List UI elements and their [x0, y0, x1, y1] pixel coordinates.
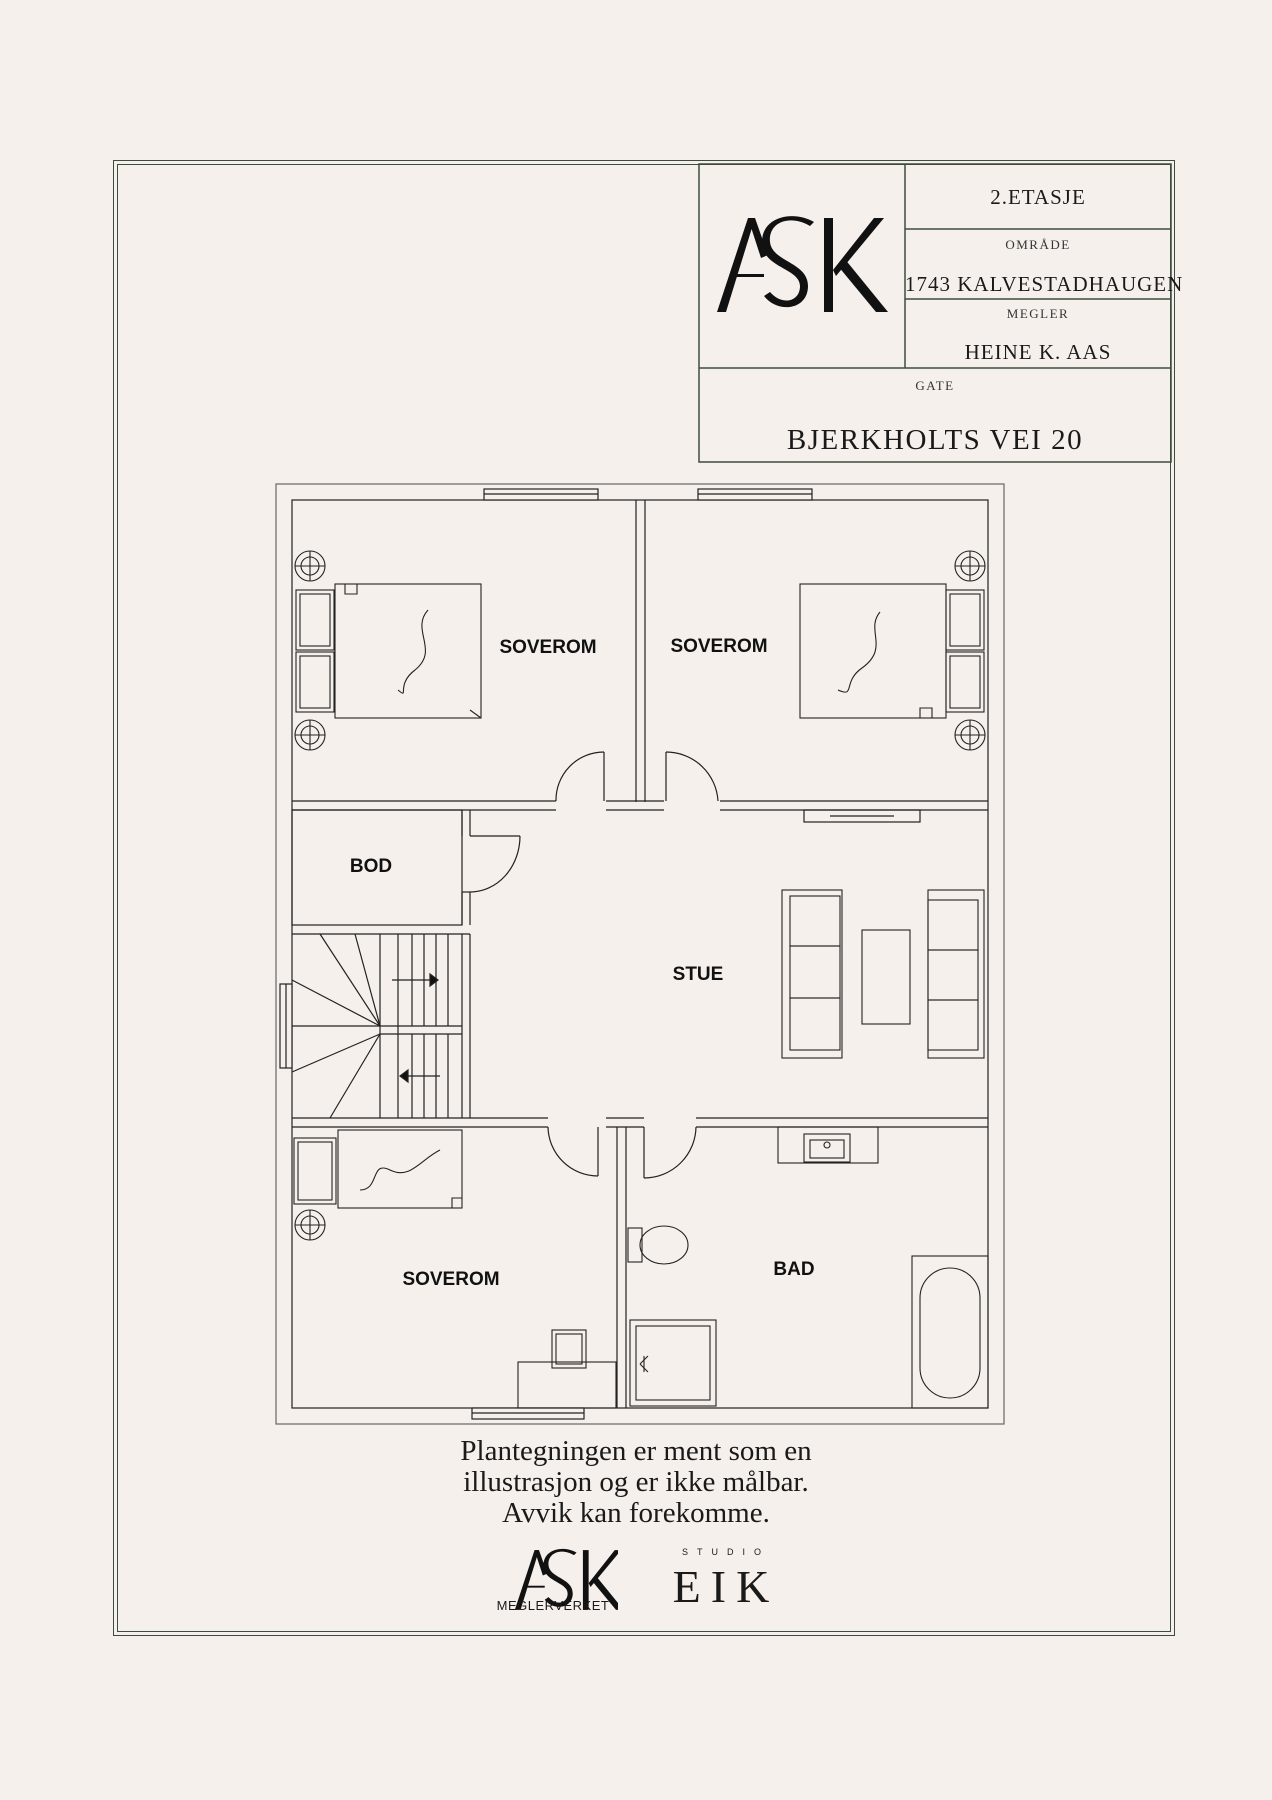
page-frame: [113, 160, 1175, 1636]
area-value: 1743 KALVESTADHAUGEN: [905, 272, 1184, 296]
room-label-living: STUE: [672, 964, 724, 985]
room-label-bath: BAD: [773, 1259, 815, 1280]
disclaimer-line-1: Plantegningen er ment som en: [460, 1435, 812, 1467]
room-label-bedroom-2: SOVEROM: [670, 636, 768, 657]
street-label: GATE: [915, 378, 955, 393]
floor-label: 2.ETASJE: [990, 185, 1086, 209]
ask-subtitle: MEGLERVERKET: [496, 1598, 610, 1613]
area-label: OMRÅDE: [1005, 237, 1071, 252]
disclaimer-line-2: illustrasjon og er ikke målbar.: [463, 1466, 809, 1498]
room-label-bedroom-1: SOVEROM: [499, 637, 597, 658]
ask-logo: [717, 216, 888, 312]
street-value: BJERKHOLTS VEI 20: [786, 424, 1084, 456]
title-block-grid: [698, 163, 1172, 463]
disclaimer-line-3: Avvik kan forekomme.: [502, 1497, 770, 1529]
room-label-bedroom-3: SOVEROM: [402, 1269, 500, 1290]
eik-studio-label: STUDIO: [681, 1547, 770, 1557]
disclaimer: Plantegningen er ment som en illustrasjo…: [336, 1436, 936, 1529]
title-block: 2.ETASJE OMRÅDE 1743 KALVESTADHAUGEN MEG…: [0, 0, 1272, 470]
eik-logo-word: EIK: [672, 1561, 780, 1612]
broker-value: HEINE K. AAS: [964, 340, 1112, 364]
broker-label: MEGLER: [1006, 306, 1070, 321]
room-label-storage: BOD: [349, 856, 393, 877]
ask-meglerverket-logo: [514, 1548, 618, 1610]
